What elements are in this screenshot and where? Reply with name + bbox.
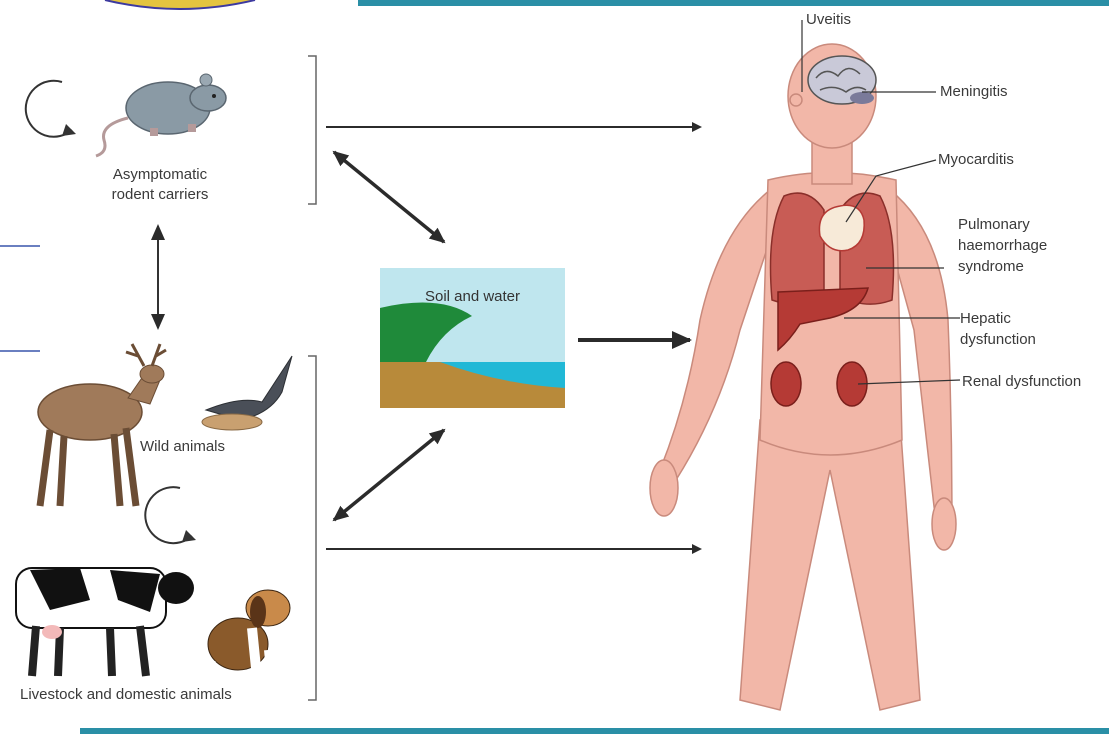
environment-label: Soil and water [380, 288, 565, 305]
dog-icon [206, 590, 290, 676]
soil-water-panel: Soil and water [380, 268, 565, 408]
bracket-animals [308, 356, 316, 700]
label-pulmonary: Pulmonary haemorrhage syndrome [958, 214, 1058, 277]
brain-icon [808, 56, 876, 104]
cow-icon [16, 568, 194, 676]
label-livestock: Livestock and domestic animals [20, 685, 232, 704]
label-rodent-carriers-text: Asymptomatic rodent carriers [105, 165, 215, 205]
heart-icon [819, 205, 864, 250]
label-renal: Renal dysfunction [962, 372, 1081, 391]
label-uveitis: Uveitis [806, 10, 851, 29]
cycle-arrow-icon [26, 81, 76, 137]
label-hepatic: Hepatic dysfunction [960, 308, 1060, 350]
rat-icon [96, 74, 226, 156]
label-meningitis: Meningitis [940, 82, 1008, 101]
label-myocarditis: Myocarditis [938, 150, 1014, 169]
arrow-animals-soil [334, 430, 444, 520]
label-rodent-carriers: Asymptomatic rodent carriers [70, 165, 250, 205]
arrow-rodents-soil [334, 152, 444, 242]
bird-icon [202, 356, 292, 430]
cycle-arrow-icon [145, 487, 196, 543]
bracket-rodents [308, 56, 316, 204]
deer-icon [38, 344, 166, 506]
label-wild-animals: Wild animals [140, 437, 225, 456]
human-body-icon [650, 44, 956, 710]
